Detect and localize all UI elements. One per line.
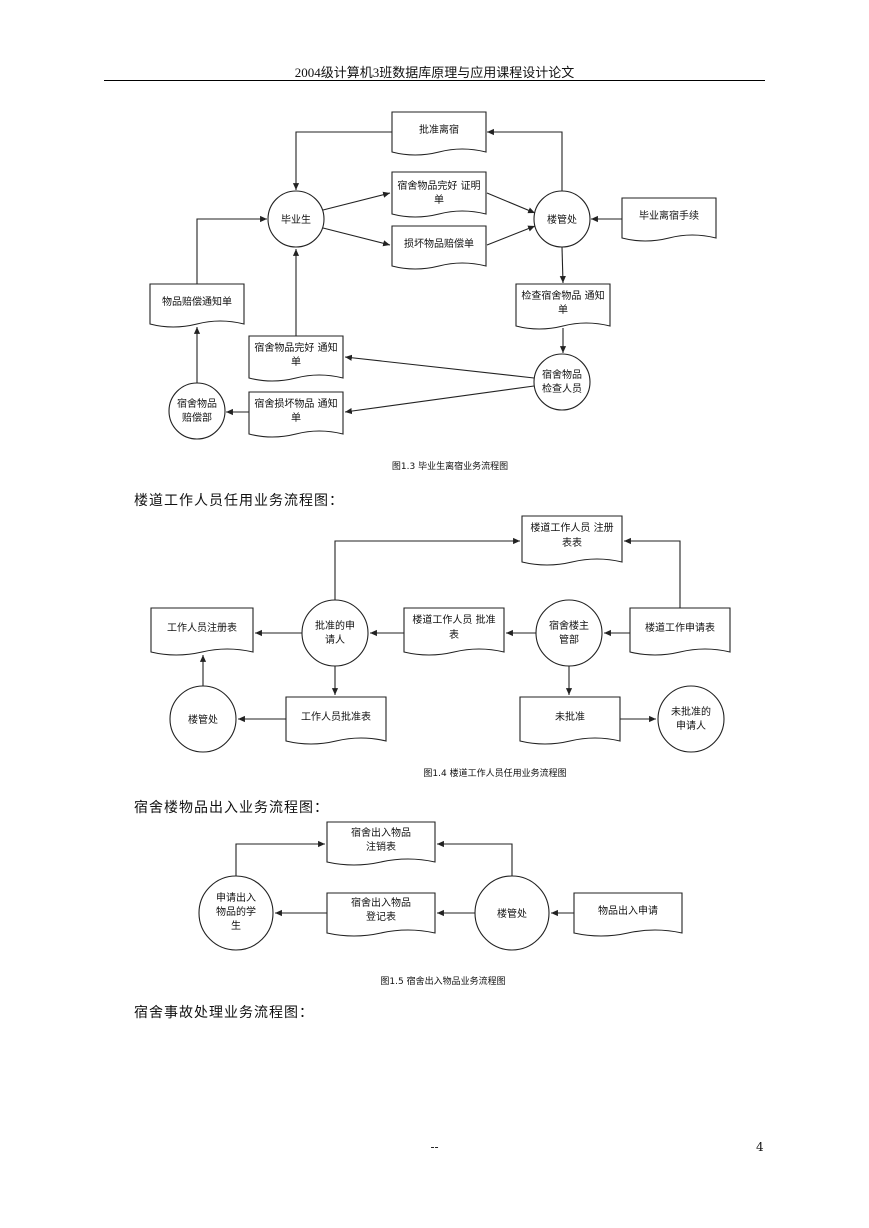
circle-building-office-2: 楼管处 [169,685,237,753]
circle-comp-dept-line1: 宿舍物品 [177,397,217,410]
circle-dorm-manager-line2: 管部 [559,633,579,646]
doc-not-approved: 未批准 [519,696,621,745]
doc-comp-notice: 物品赔偿通知单 [149,283,245,328]
doc-damage-notice-line2: 单 [291,412,301,424]
doc-approve-form-line2: 表 [449,628,459,641]
doc-item-register-line2: 登记表 [366,910,396,923]
circle-building-office-label: 楼管处 [547,213,577,226]
diagram-staff-hiring: 楼道工作人员 注册 表表 工作人员注册表 楼道工作人员 批准 表 楼道工作申请表… [150,515,731,779]
doc-apply-form-label: 楼道工作申请表 [645,621,715,634]
circle-inspector: 宿舍物品 检查人员 [533,353,591,411]
circle-approved-applicant-line1: 批准的申 [315,619,355,632]
doc-intact-cert: 宿舍物品完好 证明 单 [391,171,487,218]
doc-approve-leave: 批准离宿 [391,111,487,156]
doc-comp-notice-label: 物品赔偿通知单 [162,295,232,308]
circle-applying-student-line3: 生 [231,919,241,932]
diagram-graduate-leave: 批准离宿 宿舍物品完好 证明 单 损坏物品赔偿单 毕业离宿手续 检查宿舍物品 通… [149,111,717,472]
doc-intact-cert-line2: 单 [434,194,444,206]
doc-intact-notice-line2: 单 [291,356,301,368]
doc-staff-register-form-line2: 表表 [562,536,582,549]
diagram2-edges [199,537,681,723]
circle-unapproved-line2: 申请人 [676,719,706,732]
header-rule [104,80,765,81]
doc-damage-notice: 宿舍损坏物品 通知 单 [248,391,344,438]
circle-building-office: 楼管处 [533,190,591,248]
doc-approve-leave-label: 批准离宿 [419,123,459,136]
doc-item-cancel: 宿舍出入物品 注销表 [326,821,436,866]
section-title-incident: 宿舍事故处理业务流程图： [134,1005,314,1021]
doc-intact-notice-line1: 宿舍物品完好 通知 [254,341,337,354]
doc-damage-notice-line1: 宿舍损坏物品 通知 [254,397,337,410]
circle-applying-student-line2: 物品的学 [216,905,256,918]
doc-apply-form: 楼道工作申请表 [629,607,731,656]
diagram2-caption: 图1.4 楼道工作人员任用业务流程图 [423,767,566,779]
circle-approved-applicant: 批准的申 请人 [301,599,369,667]
doc-approve-form: 楼道工作人员 批准 表 [403,607,505,656]
doc-item-register: 宿舍出入物品 登记表 [326,892,436,937]
diagram3-edges [235,840,574,917]
doc-intact-notice: 宿舍物品完好 通知 单 [248,335,344,382]
circle-applying-student: 申请出入 物品的学 生 [198,875,274,951]
circle-dorm-manager-line1: 宿舍楼主 [549,619,589,632]
page-number: 4 [756,1140,764,1154]
diagram-item-inout: 宿舍出入物品 注销表 宿舍出入物品 登记表 物品出入申请 申请出入 物品的学 生… [198,821,683,987]
doc-staff-register-form: 楼道工作人员 注册 表表 [521,515,623,566]
doc-item-request: 物品出入申请 [573,892,683,937]
circle-comp-dept: 宿舍物品 赔偿部 [168,382,226,440]
doc-check-notice-line2: 单 [558,304,568,316]
page-header-title: 2004级计算机3班数据库原理与应用课程设计论文 [294,65,575,80]
circle-building-office-3: 楼管处 [474,875,550,951]
circle-approved-applicant-line2: 请人 [325,633,345,646]
circle-building-office-2-label: 楼管处 [188,713,218,726]
doc-item-cancel-line2: 注销表 [366,840,396,853]
footer-center-mark: -- [430,1140,439,1154]
doc-damage-comp: 损坏物品赔偿单 [391,225,487,270]
circle-applying-student-line1: 申请出入 [216,891,256,904]
circle-graduate: 毕业生 [267,190,325,248]
doc-grad-procedure: 毕业离宿手续 [621,197,717,242]
circle-inspector-line1: 宿舍物品 [542,368,582,381]
diagram3-caption: 图1.5 宿舍出入物品业务流程图 [380,975,505,987]
doc-approve-form-line1: 楼道工作人员 批准 [412,613,495,626]
doc-staff-register-form-line1: 楼道工作人员 注册 [530,521,613,534]
circle-comp-dept-line2: 赔偿部 [182,411,212,424]
doc-check-notice: 检查宿舍物品 通知 单 [515,283,611,330]
doc-staff-approve: 工作人员批准表 [285,696,387,745]
circle-inspector-line2: 检查人员 [542,382,582,395]
doc-staff-register-label: 工作人员注册表 [167,621,237,634]
doc-item-request-label: 物品出入申请 [598,904,658,917]
doc-intact-cert-line1: 宿舍物品完好 证明 [397,179,480,192]
doc-item-cancel-line1: 宿舍出入物品 [351,826,411,839]
circle-unapproved-line1: 未批准的 [671,705,711,718]
circle-building-office-3-label: 楼管处 [497,907,527,920]
doc-not-approved-label: 未批准 [555,710,585,723]
diagram1-caption: 图1.3 毕业生离宿业务流程图 [392,460,508,472]
doc-item-register-line1: 宿舍出入物品 [351,896,411,909]
circle-unapproved: 未批准的 申请人 [657,685,725,753]
section-title-item-inout: 宿舍楼物品出入业务流程图： [134,800,329,816]
circle-graduate-label: 毕业生 [281,213,311,226]
doc-grad-procedure-label: 毕业离宿手续 [639,209,699,222]
doc-check-notice-line1: 检查宿舍物品 通知 [521,289,604,302]
doc-damage-comp-label: 损坏物品赔偿单 [404,237,474,250]
circle-dorm-manager: 宿舍楼主 管部 [535,599,603,667]
diagram1-edges [193,128,622,416]
section-title-staff-hiring: 楼道工作人员任用业务流程图： [134,493,344,509]
doc-staff-register: 工作人员注册表 [150,607,254,656]
doc-staff-approve-label: 工作人员批准表 [301,710,371,723]
